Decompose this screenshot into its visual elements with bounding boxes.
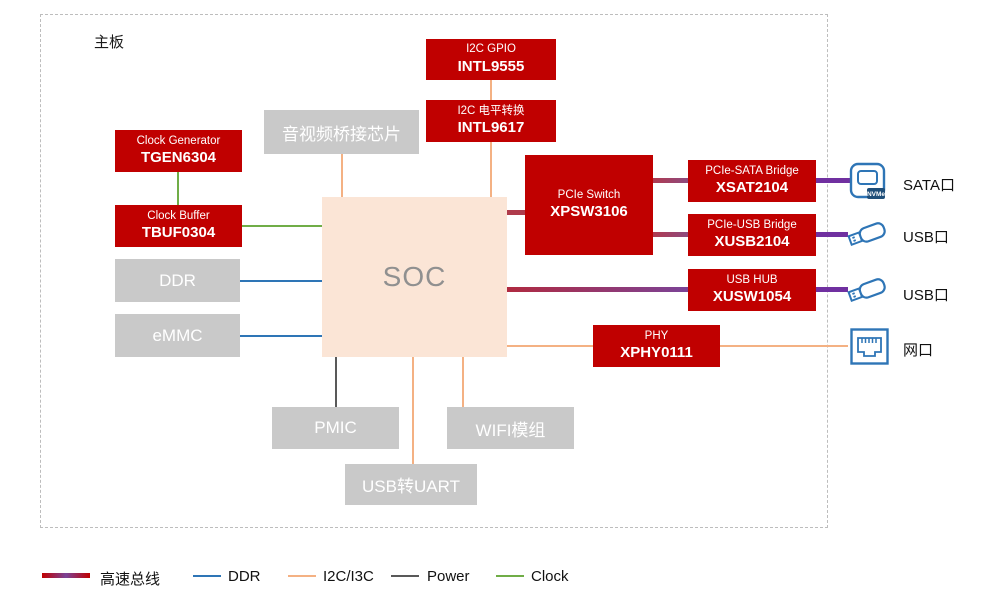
motherboard-outline: [40, 14, 828, 528]
i2c-line-phy-to-ethernet: [720, 345, 848, 347]
i2c-line-avbridge-to-soc: [341, 154, 343, 197]
port-label-usb-2: USB口: [903, 287, 949, 304]
block-i2c-level-shift-name: I2C 电平转换: [457, 104, 525, 117]
block-pmic: PMIC: [272, 407, 399, 449]
legend-label-bus: 高速总线: [100, 571, 161, 588]
block-av-bridge: 音视频桥接芯片: [264, 110, 419, 154]
block-usb-uart: USB转UART: [345, 464, 477, 505]
bus-line-soc-to-usbhub: [507, 287, 688, 292]
i2c-line-soc-to-phy: [507, 345, 593, 347]
legend-swatch-bus: [42, 573, 90, 578]
nvme-drive-icon: NVMe: [848, 162, 892, 207]
legend-label-clock: Clock: [531, 568, 569, 585]
block-pcie-switch-part: XPSW3106: [550, 203, 628, 221]
block-phy-part: XPHY0111: [620, 344, 693, 362]
i2c-line-soc-to-usbuart: [412, 357, 414, 464]
block-pcie-sata-bridge-name: PCIe-SATA Bridge: [705, 164, 799, 177]
block-pcie-usb-bridge-name: PCIe-USB Bridge: [707, 218, 797, 231]
block-ddr: DDR: [115, 259, 240, 302]
bus-line-usbbridge-to-usbport: [816, 232, 848, 237]
port-label-sata: SATA口: [903, 177, 955, 194]
usb-drive-icon: [844, 270, 892, 315]
legend-swatch-ddr: [193, 575, 221, 577]
block-wifi: WIFI模组: [447, 407, 574, 449]
port-label-usb-1: USB口: [903, 229, 949, 246]
block-clock-buffer-name: Clock Buffer: [147, 209, 210, 222]
legend-swatch-i2c: [288, 575, 316, 577]
block-pcie-switch: PCIe Switch XPSW3106: [525, 155, 653, 255]
block-clock-generator-part: TGEN6304: [140, 149, 217, 167]
usb-drive-icon: [844, 214, 892, 259]
ethernet-port-icon: [849, 327, 891, 372]
block-usb-hub: USB HUB XUSW1054: [688, 269, 816, 311]
block-i2c-level-shift-part: INTL9617: [457, 119, 525, 137]
block-emmc: eMMC: [115, 314, 240, 357]
legend-label-i2c: I2C/I3C: [323, 568, 374, 585]
block-clock-buffer: Clock Buffer TBUF0304: [115, 205, 242, 247]
block-usb-hub-name: USB HUB: [726, 273, 778, 286]
clock-line-buffer-to-soc: [242, 225, 322, 227]
bus-line-switch-to-satabridge: [653, 178, 688, 183]
block-pcie-sata-bridge-part: XSAT2104: [715, 179, 789, 197]
nvme-icon-text: NVMe: [867, 191, 885, 198]
block-clock-generator: Clock Generator TGEN6304: [115, 130, 242, 172]
block-soc: SOC: [322, 197, 507, 357]
block-phy-name: PHY: [644, 329, 669, 342]
legend-label-power: Power: [427, 568, 470, 585]
bus-line-usbhub-to-usbport: [816, 287, 848, 292]
legend-label-ddr: DDR: [228, 568, 261, 585]
block-pcie-sata-bridge: PCIe-SATA Bridge XSAT2104: [688, 160, 816, 202]
legend-swatch-clock: [496, 575, 524, 577]
ddr-line-emmc-to-soc: [240, 335, 322, 337]
block-clock-buffer-part: TBUF0304: [141, 224, 216, 242]
block-i2c-gpio: I2C GPIO INTL9555: [426, 39, 556, 80]
bus-line-soc-to-pcieswitch: [507, 210, 525, 215]
block-i2c-gpio-name: I2C GPIO: [466, 43, 516, 56]
port-label-ethernet: 网口: [903, 342, 934, 359]
bus-line-switch-to-usbbridge: [653, 232, 688, 237]
block-i2c-gpio-part: INTL9555: [457, 57, 525, 75]
i2c-line-levelshift-to-soc: [490, 142, 492, 197]
block-i2c-level-shift: I2C 电平转换 INTL9617: [426, 100, 556, 142]
bus-line-satabridge-to-sataport: [816, 178, 850, 183]
block-pcie-usb-bridge-part: XUSB2104: [714, 233, 790, 251]
legend-swatch-power: [391, 575, 419, 577]
block-clock-generator-name: Clock Generator: [136, 134, 221, 147]
i2c-line-gpio-to-levelshift: [490, 80, 492, 100]
block-pcie-switch-name: PCIe Switch: [557, 188, 621, 201]
clock-line-generator-to-buffer: [177, 172, 179, 205]
board-title: 主板: [94, 34, 125, 51]
ddr-line-ddr-to-soc: [240, 280, 322, 282]
block-phy: PHY XPHY0111: [593, 325, 720, 367]
block-usb-hub-part: XUSW1054: [712, 288, 792, 306]
power-line-soc-to-pmic: [335, 357, 337, 407]
i2c-line-soc-to-wifi: [462, 357, 464, 407]
block-pcie-usb-bridge: PCIe-USB Bridge XUSB2104: [688, 214, 816, 256]
